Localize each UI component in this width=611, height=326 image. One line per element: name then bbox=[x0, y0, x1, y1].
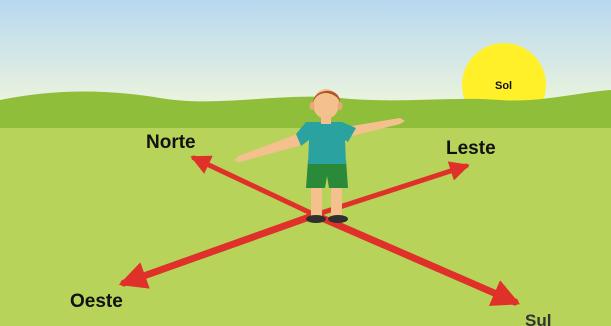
label-sun: Sol bbox=[495, 80, 512, 92]
label-south: Sul bbox=[525, 311, 551, 326]
label-west: Oeste bbox=[70, 291, 123, 313]
label-north: Norte bbox=[146, 132, 196, 154]
label-east: Leste bbox=[446, 138, 496, 160]
